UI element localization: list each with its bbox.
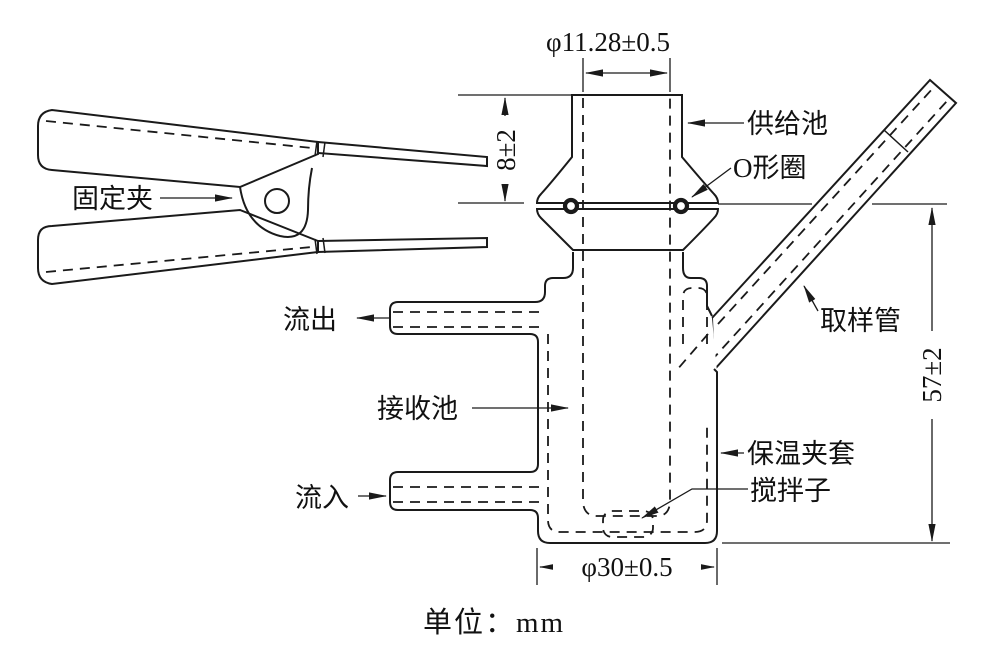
- label-outflow: 流出: [283, 305, 337, 335]
- dim-cap-height-group: 8±2: [490, 116, 521, 184]
- receiving-chamber-walls: [582, 98, 671, 517]
- clamp-upper-arm: [37, 108, 319, 189]
- label-receiving-cell: 接收池: [377, 394, 458, 424]
- extension-lines: [458, 58, 950, 585]
- label-o-ring: O形圈: [733, 153, 807, 183]
- clamp-joint-tick-3: [314, 238, 318, 255]
- dim-body-diameter: φ30±0.5: [581, 552, 672, 582]
- sampling-tube-bore-lower: [710, 100, 948, 362]
- leader-o-ring: [691, 167, 732, 198]
- label-stir-bar: 搅拌子: [750, 476, 831, 506]
- dim-cap-height-bg: [490, 116, 520, 184]
- part-labels: 固定夹 供给池 O形圈 取样管 流出 接收池 流入 保温夹套 搅拌子: [72, 109, 901, 513]
- label-fixing-clamp: 固定夹: [72, 184, 153, 214]
- clamp-pivot-hole: [264, 188, 290, 214]
- clamp-pivot-pouch: [239, 167, 313, 238]
- label-insulation-jacket: 保温夹套: [747, 439, 855, 469]
- sampling-tube-joint-mark: [883, 129, 909, 153]
- clamp-joint-tick-2: [322, 141, 326, 158]
- clamp-joint-tick-1: [314, 140, 318, 157]
- clamp-joint-tick-4: [322, 237, 326, 254]
- o-ring-right: [672, 197, 690, 215]
- body-mask: [390, 252, 717, 543]
- sampling-passage-hidden: [675, 333, 709, 372]
- leader-lines: [160, 119, 819, 519]
- clamp-lower-hidden-line: [45, 246, 313, 273]
- dim-body-diameter-group: φ30±0.5: [553, 552, 701, 582]
- label-sampling-tube: 取样管: [820, 306, 901, 336]
- o-ring-left: [562, 197, 580, 215]
- body-right-shoulder: [682, 252, 713, 317]
- hidden-lines: [393, 98, 709, 538]
- dim-body-height: 57±2: [917, 347, 947, 402]
- dim-body-height-group: 57±2: [916, 331, 947, 419]
- fixing-clamp-drawing: [37, 108, 488, 286]
- body-outline: [389, 252, 718, 544]
- dim-orifice-diameter: φ11.28±0.5: [546, 27, 670, 57]
- jacket-inner-wall: [547, 334, 708, 533]
- dim-cap-height: 8±2: [491, 129, 521, 171]
- unit-note: 单位：mm: [423, 606, 565, 639]
- dimension-texts: φ11.28±0.5 8±2 57±2 φ30±0.5: [490, 27, 947, 582]
- label-inflow: 流入: [295, 483, 349, 513]
- leader-sampling-tube: [803, 285, 819, 312]
- clamp-lower-arm: [37, 208, 319, 286]
- leader-stir-bar: [641, 488, 748, 519]
- label-supply-cell: 供给池: [747, 109, 828, 139]
- dim-body-diameter-bg: [553, 552, 701, 581]
- sampling-tube-bore-upper: [717, 86, 935, 325]
- receiving-cell-body: [389, 252, 718, 544]
- clamp-upper-hidden-line: [45, 120, 313, 149]
- dim-body-height-bg: [916, 331, 946, 419]
